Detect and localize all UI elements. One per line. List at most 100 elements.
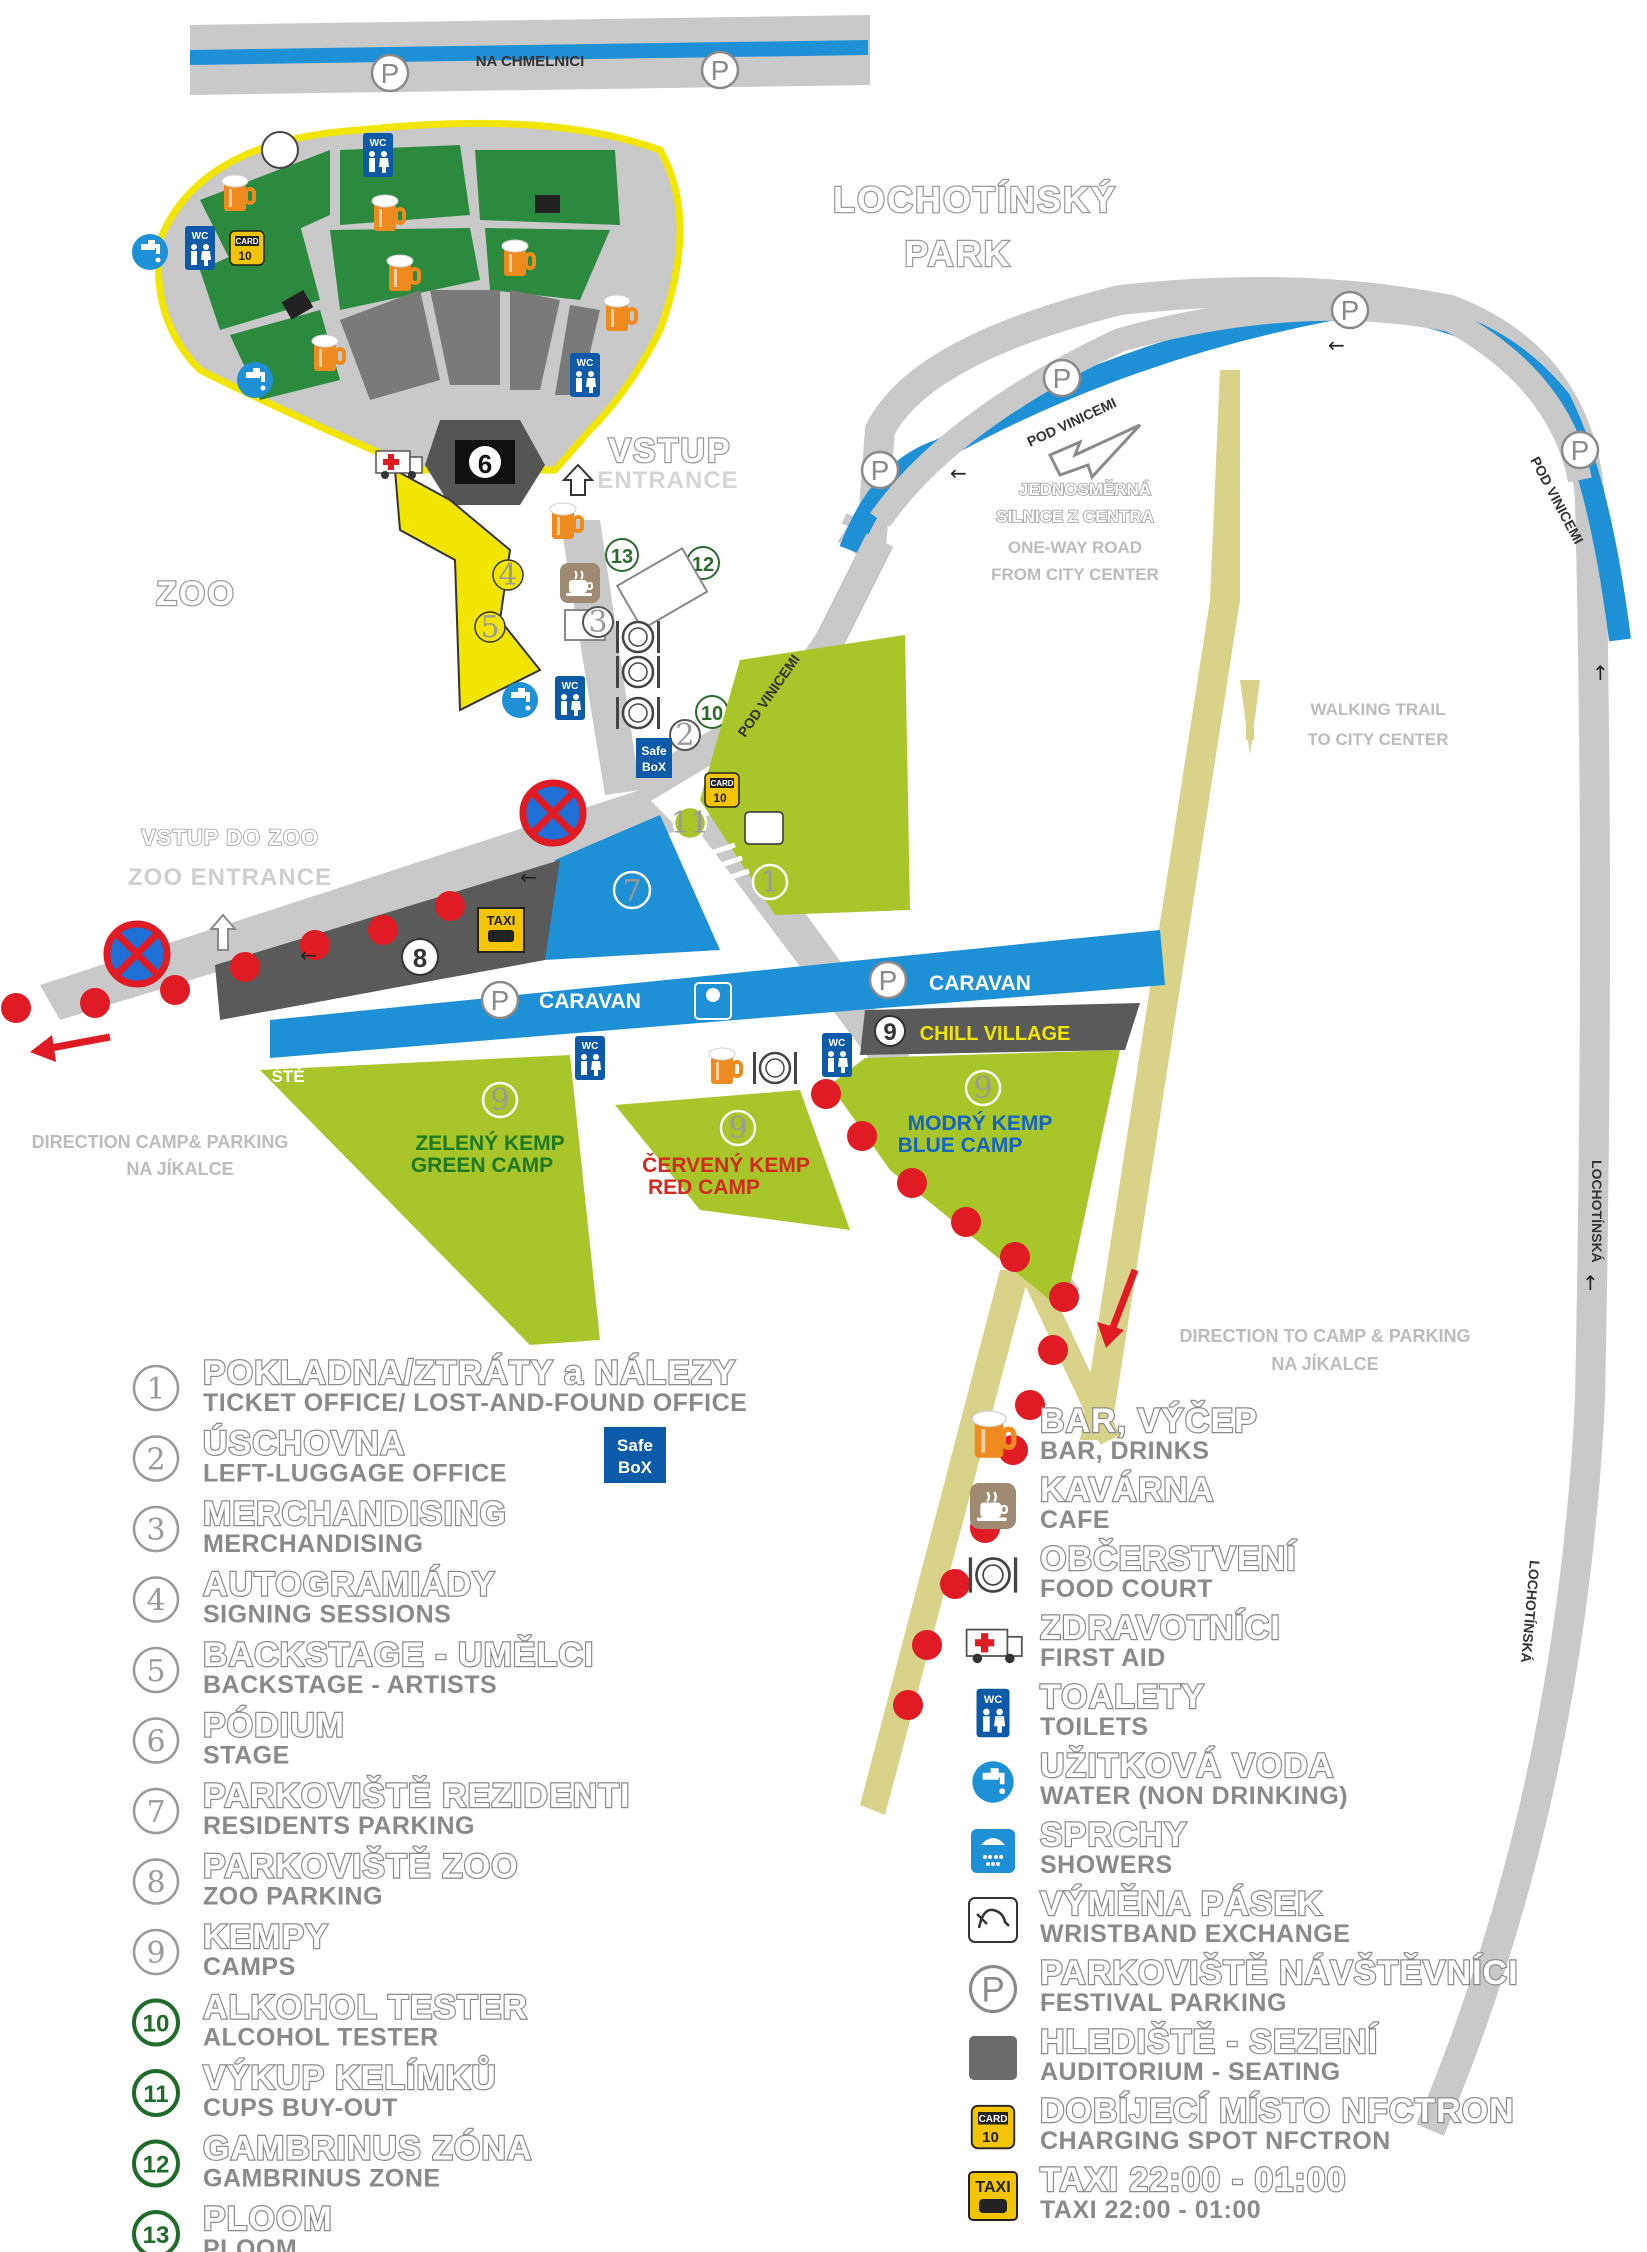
map-num-9: 9 — [973, 1071, 992, 1106]
walking-trail-label: WALKING TRAIL — [1310, 700, 1445, 719]
street-label-lochotinska: LOCHOTÍNSKÁ — [1518, 1560, 1543, 1664]
legend-label-en: WRISTBAND EXCHANGE — [1040, 1920, 1350, 1948]
wristband-icon — [744, 811, 784, 845]
legend-label-en: CAMPS — [203, 1953, 296, 1981]
legend-label-en: ALCOHOL TESTER — [203, 2024, 439, 2052]
legend-number: 3 — [146, 1513, 165, 1548]
green-camp — [260, 1055, 600, 1345]
legend-number-circle — [132, 1646, 180, 1694]
map-num-10: 10 — [701, 703, 723, 725]
svg-text:←: ← — [520, 865, 537, 889]
parking-icon — [1560, 430, 1600, 470]
legend-label-en: RESIDENTS PARKING — [203, 1812, 475, 1840]
zoo-entrance-label: ZOO ENTRANCE — [128, 864, 332, 891]
parking-icon — [370, 53, 410, 93]
legend-label-cz: PARKOVIŠTĚ NÁVŠTĚVNÍCI — [1040, 1953, 1519, 1992]
direction-label: DIRECTION CAMP& PARKING — [32, 1132, 289, 1152]
caravan-label: CARAVAN — [929, 972, 1031, 995]
svg-text:↑: ↑ — [1592, 661, 1609, 685]
legend-label-cz: MERCHANDISING — [203, 1495, 507, 1533]
camp-partial-label: ŠTĚ — [271, 1067, 304, 1086]
legend-number: 1 — [146, 1372, 165, 1407]
water-tap-icon — [502, 682, 538, 718]
water-tap-icon — [132, 234, 168, 270]
legend-label-en: LEFT-LUGGAGE OFFICE — [203, 1460, 507, 1488]
food-icon — [967, 1556, 1019, 1594]
parking-icon — [1042, 358, 1082, 398]
blue-camp — [830, 1050, 1120, 1300]
legend-label-en: FESTIVAL PARKING — [1040, 1989, 1287, 2017]
legend-number: 9 — [146, 1936, 165, 1971]
street-label-na-chmelnici: NA CHMELNICI — [476, 53, 585, 70]
legend-label-en: STAGE — [203, 1742, 290, 1770]
legend-label-en: MERCHANDISING — [203, 1530, 423, 1558]
direction-label: NA JÍKALCE — [126, 1158, 233, 1179]
legend-number: 13 — [143, 2222, 170, 2249]
map-num-5: 5 — [480, 610, 499, 645]
ticket-area — [700, 635, 910, 915]
map-num-9: 9 — [883, 1019, 896, 1046]
legend-label-en: CUPS BUY-OUT — [203, 2094, 398, 2122]
legend-label-cz: PÓDIUM — [203, 1707, 345, 1745]
direction-arrow-icon — [1108, 1268, 1139, 1332]
legend-number-circle — [132, 1928, 180, 1976]
legend-label-en: PLOOM — [203, 2235, 297, 2252]
legend-number-circle — [132, 1435, 180, 1482]
one-way-label: FROM CITY CENTER — [991, 565, 1159, 584]
legend-label-cz: ALKOHOL TESTER — [203, 1989, 528, 2027]
parking-icon — [480, 980, 520, 1020]
taxi-icon: TAXI — [968, 2171, 1018, 2221]
street-label-lochotinska: LOCHOTÍNSKÁ — [1589, 1160, 1605, 1263]
legend-label-en: BAR, DRINKS — [1040, 1437, 1209, 1465]
legend-label-en: CAFE — [1040, 1506, 1110, 1534]
food-icon — [614, 619, 662, 655]
legend-number-circle — [132, 1717, 180, 1764]
entrance-label: ENTRANCE — [597, 467, 738, 494]
coffee-icon — [968, 1481, 1018, 1531]
wc-icon — [185, 226, 215, 270]
parking-icon — [1330, 290, 1370, 330]
legend-number: 10 — [143, 2011, 170, 2038]
parking-icon — [700, 50, 740, 90]
legend-label-cz: HLEDIŠTĚ - SEZENÍ — [1040, 2022, 1379, 2061]
coffee-icon — [559, 562, 601, 604]
one-way-label: JEDNOSMĚRNÁ — [1019, 480, 1151, 499]
legend-number: 6 — [146, 1725, 165, 1760]
map-num-4: 4 — [498, 558, 517, 593]
card-icon — [704, 772, 740, 808]
parking-icon — [860, 450, 900, 490]
map-num-13: 13 — [611, 546, 633, 568]
food-icon — [751, 1050, 799, 1086]
blue-camp-label: MODRÝ KEMP — [908, 1111, 1053, 1135]
legend-label-cz: PARKOVIŠTĚ REZIDENTI — [203, 1776, 630, 1815]
safe-box-label: Safe — [617, 1436, 653, 1455]
legend-number-circle — [132, 1576, 180, 1623]
zoo-entrance-label: VSTUP DO ZOO — [141, 825, 319, 850]
one-way-arrow-icon — [1047, 423, 1142, 480]
legend-label-cz: PLOOM — [203, 2200, 333, 2238]
taxi-label: TAXI — [975, 2179, 1010, 2196]
map-num-12: 12 — [692, 554, 714, 576]
legend-label-cz: BAR, VÝČEP — [1040, 1401, 1258, 1440]
beer-icon — [707, 1046, 743, 1086]
caravan-label: CARAVAN — [539, 990, 641, 1013]
entrance-arrow-icon — [561, 463, 595, 496]
legend-number-circle — [132, 1858, 180, 1905]
legend-label-cz: BACKSTAGE - UMĚLCI — [203, 1636, 594, 1674]
legend-label-cz: KAVÁRNA — [1040, 1471, 1214, 1509]
map-num-9: 9 — [490, 1083, 509, 1118]
legend-label-cz: ZDRAVOTNÍCI — [1040, 1609, 1281, 1647]
legend-label-cz: ÚSCHOVNA — [203, 1425, 406, 1463]
